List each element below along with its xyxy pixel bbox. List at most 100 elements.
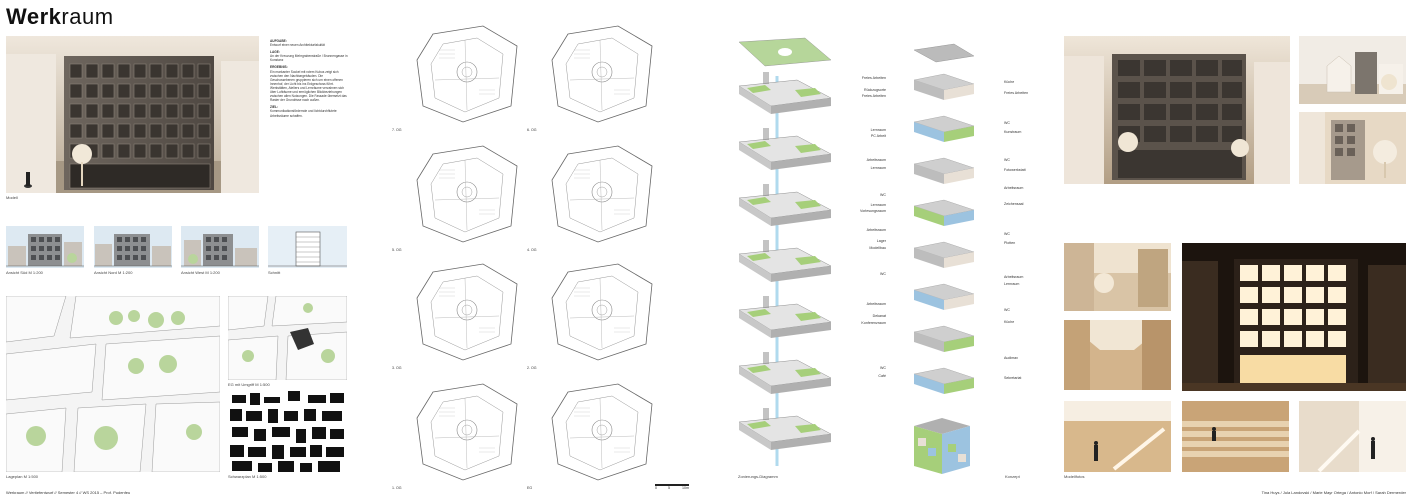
- model-photo-stairs-2-render: [1182, 401, 1289, 472]
- title-light: raum: [61, 4, 114, 29]
- title-bold: Werk: [6, 4, 62, 29]
- goal-heading: ZIEL:: [270, 105, 278, 110]
- black-plan-caption: Schwarzplan M 1:500: [228, 474, 267, 479]
- model-photo-stairs-3-render: [1299, 401, 1406, 472]
- model-photo-mid-right: [1299, 112, 1406, 184]
- floor-label: 1. OG: [392, 486, 402, 490]
- model-caption: Modell: [6, 195, 18, 200]
- concept-label-left: WC: [880, 272, 886, 276]
- concept-label-right: Freies Arbeiten: [1004, 91, 1029, 95]
- model-photo-top-right-render: [1299, 36, 1406, 104]
- floor-label: 6. OG: [527, 128, 537, 132]
- model-photo-street-2-render: [1064, 320, 1171, 390]
- model-photo-large-render: [1064, 36, 1290, 184]
- floor-layer: [738, 72, 832, 114]
- floor-plan: [540, 140, 658, 248]
- view-north-caption: Ansicht Nord M 1:200: [94, 270, 133, 275]
- model-photo-street-1: [1064, 243, 1171, 311]
- exploded-caption: Zonierungs-Diagramm: [738, 474, 778, 479]
- floor-plan: [405, 140, 523, 248]
- concept-label-left: Dekanat: [872, 314, 886, 318]
- elevation-west: [181, 226, 259, 268]
- result-text: Ein markanter Sockel mit rotem Kubus zei…: [270, 69, 347, 103]
- floor-plan-drawing: [416, 383, 518, 481]
- model-photo-stairs-1-render: [1064, 401, 1171, 472]
- concept-label-left: Lernraum: [870, 203, 886, 207]
- location-text: An der Kreuzung Mehrgrabenstraße / Brunn…: [270, 54, 348, 63]
- concept-label-right: Plotten: [1004, 241, 1016, 245]
- ground-floor-drawing: [227, 295, 348, 381]
- concept-block: [913, 325, 975, 352]
- black-plan: [228, 389, 347, 472]
- concept-label-right: Sekretariat: [1004, 376, 1022, 380]
- scale-label-0: 0: [655, 486, 657, 490]
- floor-layer: [738, 408, 832, 450]
- elevation-north-drawing: [94, 226, 172, 268]
- concept-label-left: Arbeitsraum: [866, 228, 886, 232]
- floor-plan: [540, 258, 658, 366]
- section-svg: [268, 226, 347, 268]
- model-photo-street-1-render: [1064, 243, 1171, 311]
- floor-label: 5. OG: [392, 248, 402, 252]
- section-drawing: [268, 226, 347, 268]
- concept-label-left: Modellbau: [869, 246, 886, 250]
- floor-label: 7. OG: [392, 128, 402, 132]
- model-photo-stairs-1: [1064, 401, 1171, 472]
- concept-label-right: Zeichensaal: [1004, 202, 1024, 206]
- floor-plan: [405, 258, 523, 366]
- main-model-photo: [6, 36, 259, 193]
- floor-plan-drawing: [416, 145, 518, 243]
- ground-floor-plan: [227, 295, 348, 381]
- concept-label-left: Rückzugsorte: [864, 88, 886, 92]
- model-photo-night: [1182, 243, 1406, 391]
- site-plan-drawing: [5, 295, 221, 473]
- floor-layer: [738, 184, 832, 226]
- floor-plan-drawing: [416, 263, 518, 361]
- model-photo-night-render: [1182, 243, 1406, 391]
- concept-block: [913, 115, 975, 142]
- concept-diagram: [910, 40, 982, 480]
- black-plan-drawing: [228, 389, 347, 472]
- floor-plan-drawing: [551, 263, 653, 361]
- concept-label-left: Freies Arbeiten: [861, 94, 886, 98]
- floor-plan-drawing: [551, 25, 653, 123]
- model-photo-stairs-3: [1299, 401, 1406, 472]
- result-heading: ERGEBNIS:: [270, 65, 288, 70]
- model-photo-street-2: [1064, 320, 1171, 390]
- floor-label: 2. OG: [527, 366, 537, 370]
- concept-block: [913, 73, 975, 100]
- concept-label-left: WC: [880, 193, 886, 197]
- scale-bar: [655, 484, 689, 486]
- concept-label-right: Arbeitsraum: [1004, 186, 1024, 190]
- model-photo-stairs-2: [1182, 401, 1289, 472]
- floor-plan: [540, 20, 658, 128]
- elevation-north: [94, 226, 172, 268]
- concept-label-left: Arbeitsraum: [866, 158, 886, 162]
- concept-block: [913, 241, 975, 268]
- elevation-south-drawing: [6, 226, 84, 268]
- floor-plan-drawing: [551, 145, 653, 243]
- floor-layer: [738, 240, 832, 282]
- floor-plan: [405, 378, 523, 486]
- model-photo-mid-right-render: [1299, 112, 1406, 184]
- floor-layer: [738, 352, 832, 394]
- view-south-caption: Ansicht Süd M 1:200: [6, 270, 43, 275]
- concept-diagram-svg: [913, 43, 975, 474]
- scale-label-5: 5: [668, 486, 670, 490]
- concept-label-right: Küche: [1004, 320, 1015, 324]
- concept-label-right: Lernraum: [1004, 282, 1020, 286]
- floor-layer: [738, 296, 832, 338]
- concept-label-left: Café: [878, 374, 886, 378]
- task-text: Entwurf einer neuen Architekturfakultät: [270, 43, 325, 48]
- goal-text: Kommunikationsfördernde und lichtdurchfl…: [270, 109, 337, 118]
- floor-plan: [405, 20, 523, 128]
- description-block: AUFGABE: Entwurf einer neuen Architektur…: [270, 36, 348, 118]
- floor-plan-drawing: [551, 383, 653, 481]
- exploded-diagram: [735, 36, 835, 476]
- page-title: Werkraum: [6, 4, 114, 30]
- concept-label-right: Fotowerkstatt: [1004, 168, 1026, 172]
- concept-label-right: WC: [1004, 158, 1010, 162]
- task-heading: AUFGABE:: [270, 39, 287, 43]
- concept-label-right: WC: [1004, 308, 1010, 312]
- exploded-diagram-svg: [738, 37, 832, 466]
